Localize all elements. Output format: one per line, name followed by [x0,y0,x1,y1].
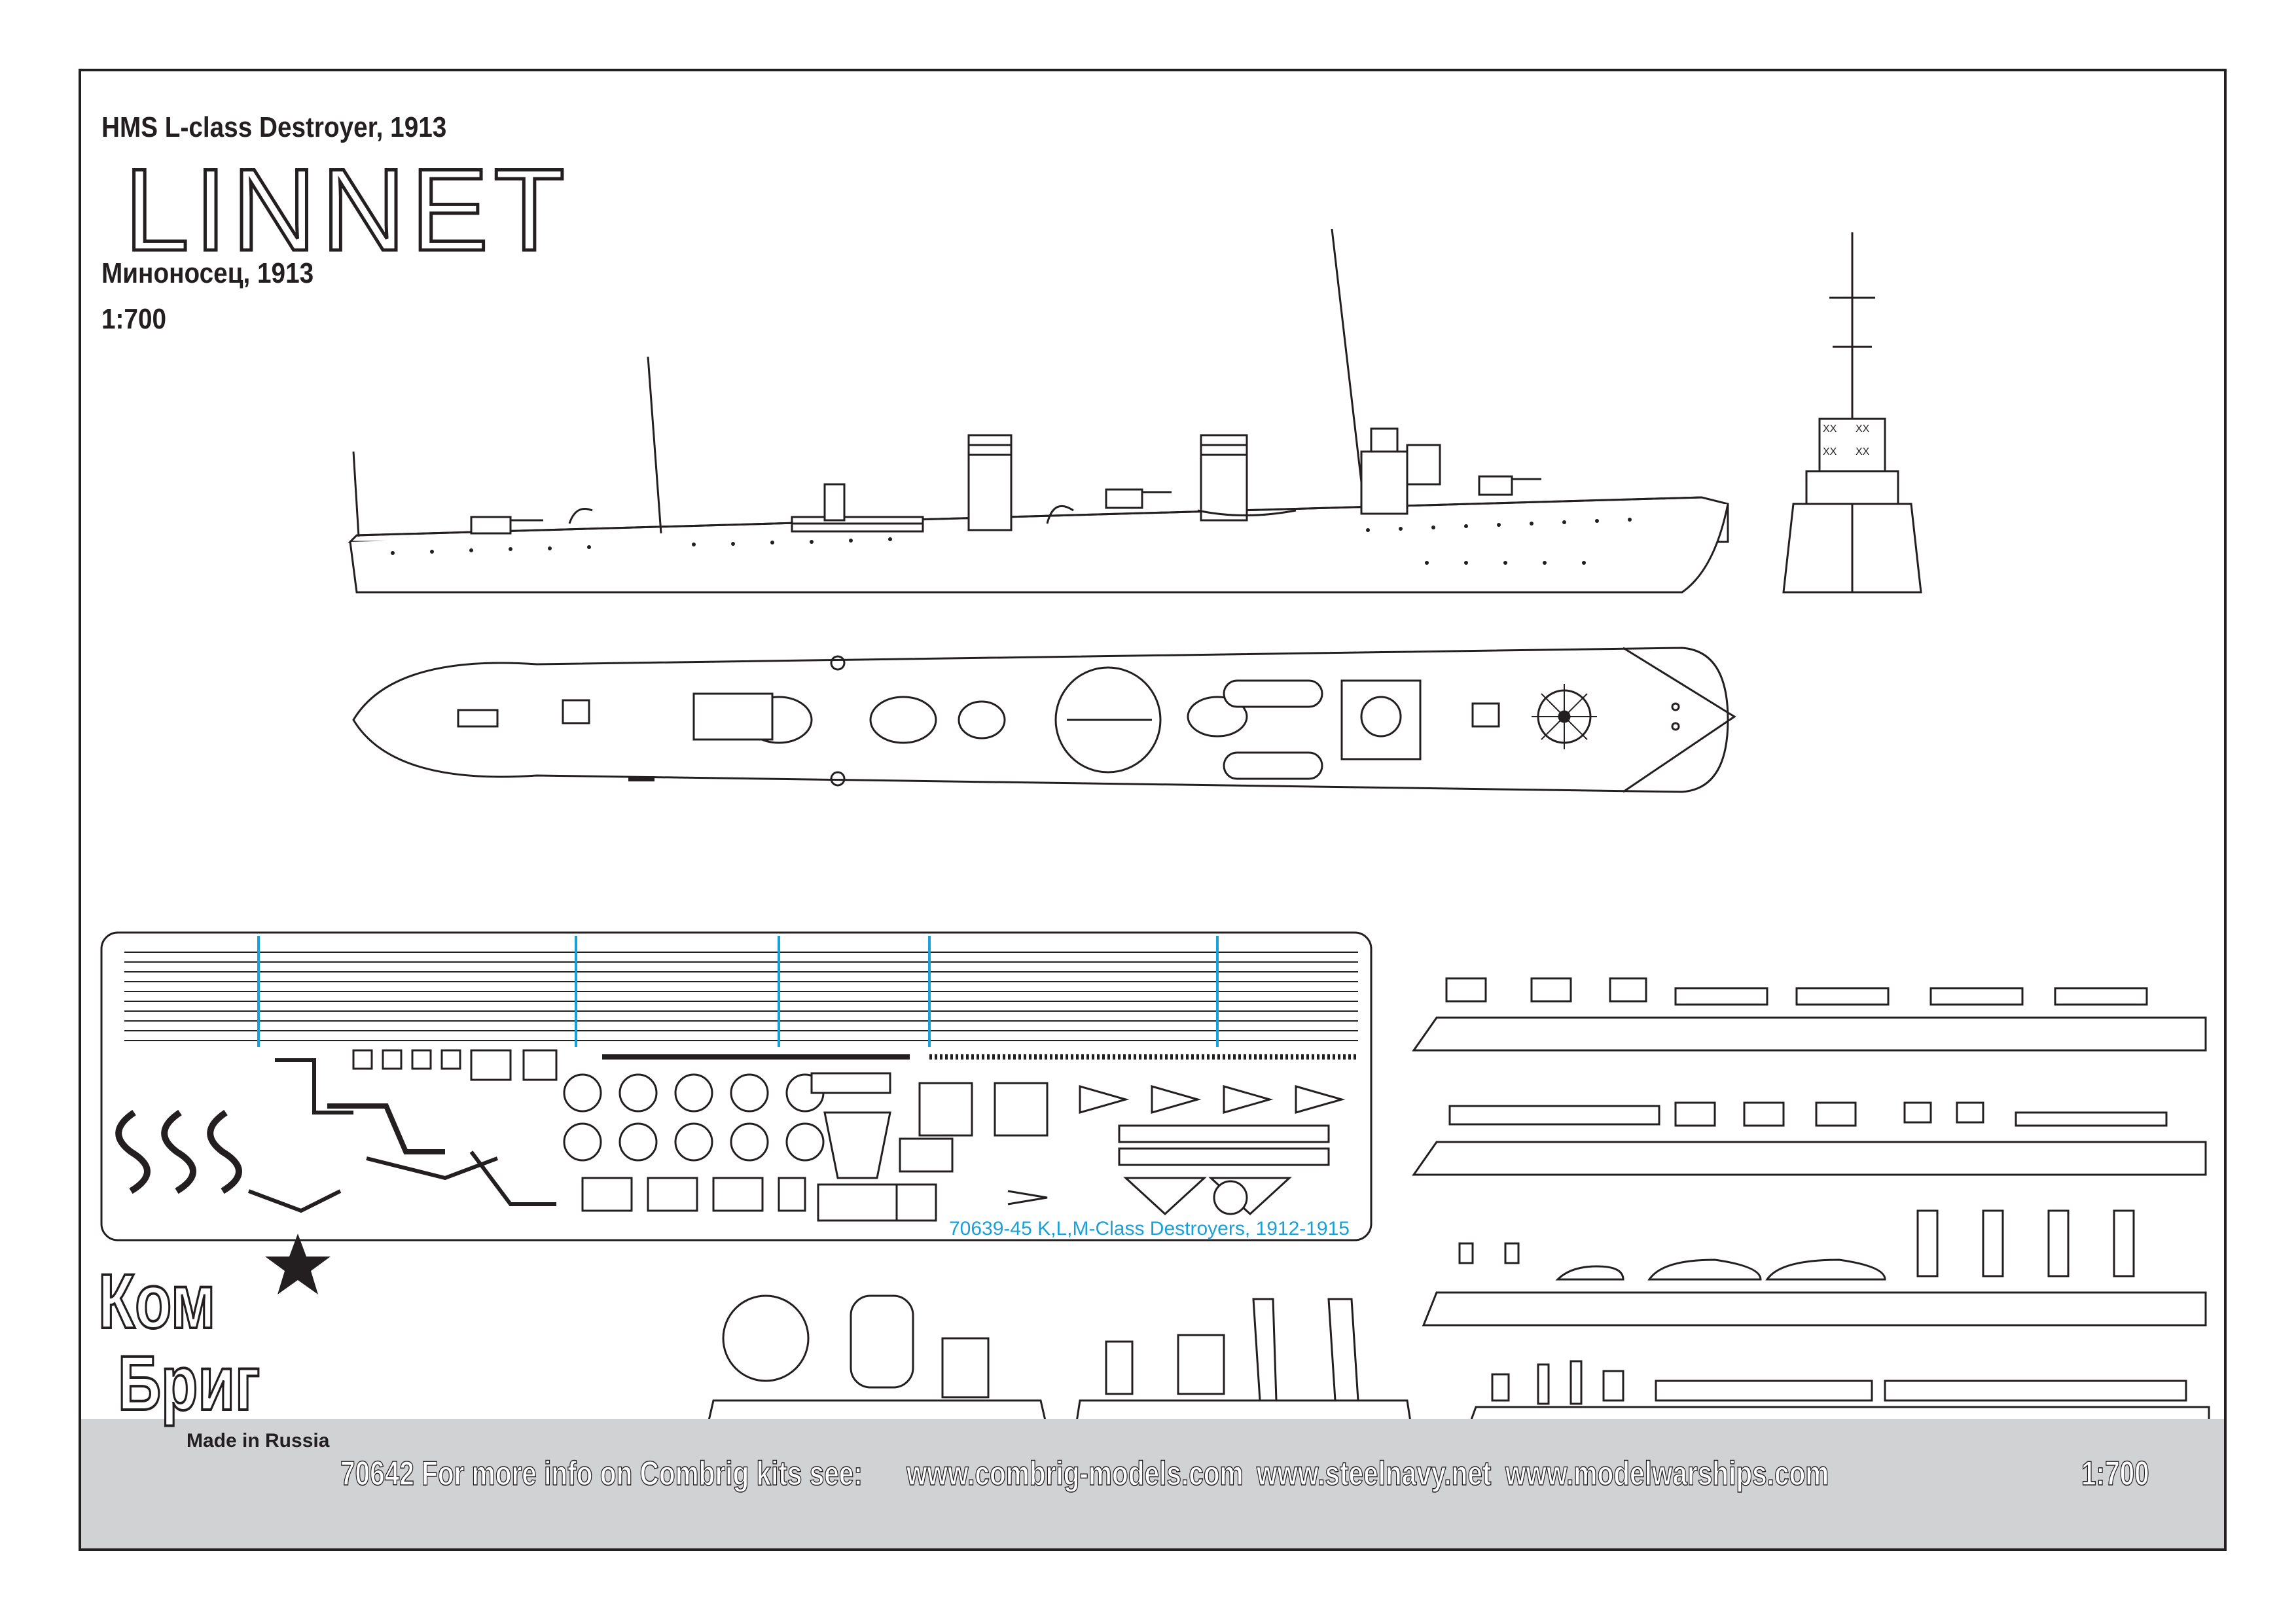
svg-text:XX: XX [1823,446,1837,457]
logo-line-2: Бриг [117,1340,260,1427]
logo-line-1: Ком [97,1258,216,1345]
subtitle-russian: Миноносец, 1913 [101,257,314,289]
link-steelnavy[interactable]: www.steelnavy.net [1256,1454,1492,1493]
logo-tagline: Made in Russia [187,1430,330,1452]
combrig-logo: Ком Бриг Made in Russia [97,1234,334,1528]
subtitle-english: HMS L-class Destroyer, 1913 [101,111,447,143]
svg-text:XX: XX [1856,446,1870,457]
front-view: XX XX XX XX [1782,232,1922,594]
side-profile-view [348,228,1729,594]
footer-band [81,1419,2224,1548]
footer-kit-info: 70642 For more info on Combrig kits see: [340,1454,863,1493]
photo-etch-fret: 70639-45 K,L,M-Class Destroyers, 1912-19… [100,931,1372,1241]
svg-text:XX: XX [1856,423,1870,435]
fret-label: 70639-45 K,L,M-Class Destroyers, 1912-19… [949,1218,1350,1240]
scale-label: 1:700 [101,303,167,335]
star-icon [265,1234,331,1294]
top-view [352,647,1736,793]
link-modelwarships[interactable]: www.modelwarships.com [1505,1454,1829,1493]
svg-text:XX: XX [1823,423,1837,435]
ship-name: LINNET [123,145,570,275]
link-combrig[interactable]: www.combrig-models.com [906,1454,1244,1493]
footer-scale: 1:700 [2081,1454,2149,1493]
